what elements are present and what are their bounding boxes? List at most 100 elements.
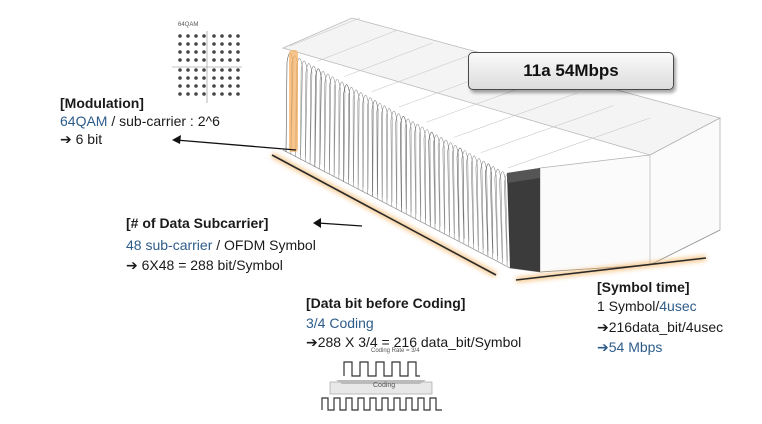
coding-line1: 3/4 Coding <box>306 315 374 331</box>
subcarrier-line <box>352 89 360 187</box>
constellation-point <box>228 50 232 54</box>
constellation-point <box>194 50 198 54</box>
subcarrier-line <box>475 158 484 251</box>
constellation-point <box>236 84 240 88</box>
subcarrier-line <box>480 160 489 254</box>
constellation-point <box>228 34 232 38</box>
constellation-point <box>228 42 232 46</box>
subcarrier-line <box>371 100 379 197</box>
subcarrier-line <box>414 123 422 219</box>
constellation-point <box>236 92 240 96</box>
subcarrier-line <box>362 94 369 192</box>
grid-line <box>453 92 578 138</box>
modulation-heading: [Modulation] <box>60 95 144 111</box>
constellation-label: 64QAM <box>178 22 199 28</box>
constellation-point <box>178 84 182 88</box>
subcarrier-line <box>437 137 446 231</box>
constellation-point <box>228 58 232 62</box>
constellation-point <box>178 50 182 54</box>
symbol-line2: ➔216data_bit/4usec <box>597 319 724 335</box>
subcarrier-arrow <box>313 218 321 228</box>
constellation-point <box>212 84 216 88</box>
constellation-point <box>178 42 182 46</box>
subcarrier-line <box>385 108 393 204</box>
constellation-point <box>186 42 190 46</box>
subcarrier-line <box>461 150 470 244</box>
coding-heading: [Data bit before Coding] <box>306 295 466 311</box>
subcarrier-line <box>309 65 317 165</box>
subcarrier-line <box>395 113 402 209</box>
constellation-point <box>236 34 240 38</box>
constellation-point <box>228 68 232 72</box>
constellation-point <box>212 50 216 54</box>
subcarrier-line <box>456 147 465 241</box>
subcarrier-line <box>357 92 365 190</box>
constellation-point <box>194 42 198 46</box>
constellation-point <box>178 76 182 80</box>
subcarrier-line <box>328 76 336 175</box>
subcarrier-line <box>300 60 308 160</box>
coding-inset <box>321 361 442 411</box>
grid-line <box>507 117 651 169</box>
constellation-point <box>236 58 240 62</box>
subcarrier-line <box>333 79 341 177</box>
subcarrier-line <box>404 118 412 214</box>
coding-line2: ➔288 X 3/4 = 216 data_bit/Symbol <box>306 334 522 350</box>
constellation-point <box>228 92 232 96</box>
rate-badge: 11a 54Mbps <box>468 52 674 90</box>
coding-inset-label: Coding <box>373 382 396 389</box>
subcarrier-line2: ➔ 6X48 = 288 bit/Symbol <box>126 257 283 273</box>
subcarrier-line1: 48 sub-carrier / OFDM Symbol <box>126 236 316 254</box>
constellation-point <box>194 34 198 38</box>
modulation-arrow <box>172 135 181 144</box>
constellation-point <box>220 76 224 80</box>
constellation-point <box>186 76 190 80</box>
subcarrier-line <box>418 126 426 222</box>
subcarrier-line <box>494 168 503 261</box>
grid-line <box>289 17 361 47</box>
constellation-point <box>212 34 216 38</box>
subcarrier-line <box>304 63 313 162</box>
constellation-point <box>236 76 240 80</box>
constellation-point <box>186 92 190 96</box>
symbol-highlight: 4usec <box>659 298 697 314</box>
constellation-point <box>202 42 206 46</box>
constellation-point <box>236 50 240 54</box>
grid-line <box>317 30 397 62</box>
subcarrier-line <box>442 139 450 234</box>
subcarrier-line <box>433 134 441 229</box>
subcarrier-line <box>376 102 384 199</box>
constellation-point <box>220 42 224 46</box>
subcarrier-highlight: 48 sub-carrier <box>126 237 213 253</box>
constellation-point <box>220 58 224 62</box>
subcarrier-line <box>466 152 475 246</box>
subcarrier-line <box>314 68 322 167</box>
subcarrier-line <box>381 105 388 202</box>
symbol-heading: [Symbol time] <box>597 279 690 295</box>
modulation-highlight: 64QAM <box>60 113 108 129</box>
constellation-point <box>202 92 206 96</box>
constellation-point <box>202 34 206 38</box>
constellation-point <box>220 34 224 38</box>
subcarrier-line <box>447 142 455 236</box>
symbol-line1: 1 Symbol/4usec <box>597 297 697 315</box>
constellation-point <box>212 42 216 46</box>
constellation-point <box>220 84 224 88</box>
subcarrier-line <box>489 166 499 259</box>
constellation-point <box>212 68 216 72</box>
grid-line <box>344 42 433 77</box>
constellation-point <box>202 58 206 62</box>
symbol-prefix: 1 Symbol/ <box>597 298 660 314</box>
symbol-line3: ➔54 Mbps <box>597 339 663 355</box>
subcarrier-line <box>400 116 407 212</box>
constellation-point <box>212 92 216 96</box>
constellation-point <box>186 58 190 62</box>
modulation-line1: 64QAM / sub-carrier : 2^6 <box>60 112 220 130</box>
constellation-point <box>212 76 216 80</box>
constellation-point <box>194 76 198 80</box>
constellation-point <box>178 68 182 72</box>
subcarrier-line <box>409 121 417 217</box>
subcarrier-line <box>452 145 460 239</box>
constellation-point <box>186 84 190 88</box>
constellation-point <box>236 42 240 46</box>
